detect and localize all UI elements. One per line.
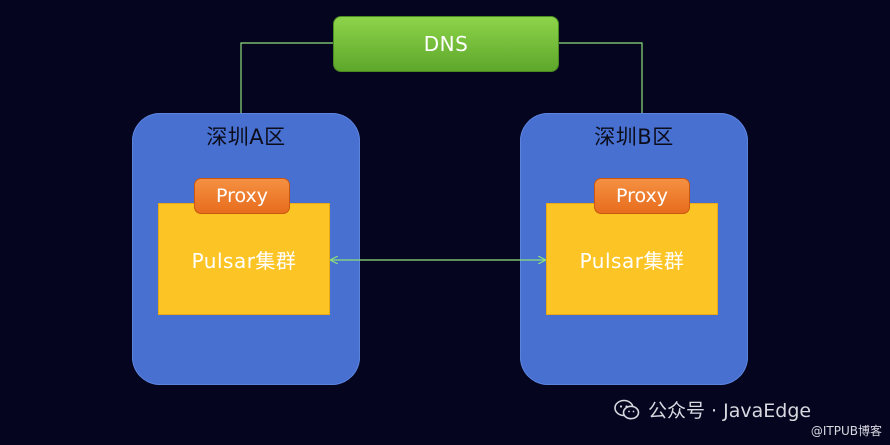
wechat-icon	[614, 399, 640, 419]
region-a-title: 深圳A区	[206, 125, 286, 149]
watermark-text: 公众号 · JavaEdge	[648, 400, 812, 422]
pulsar-cluster-b-label: Pulsar集群	[579, 248, 685, 273]
dns-node: DNS	[333, 16, 559, 72]
proxy-a-label: Proxy	[215, 185, 269, 207]
pulsar-cluster-a: Pulsar集群	[158, 203, 330, 315]
proxy-b: Proxy	[594, 178, 690, 214]
watermark-source: @ITPUB博客	[810, 424, 882, 438]
region-b-title: 深圳B区	[594, 125, 674, 149]
dns-label: DNS	[423, 32, 469, 56]
pulsar-cluster-a-label: Pulsar集群	[191, 248, 297, 273]
pulsar-cluster-b: Pulsar集群	[546, 203, 718, 315]
watermark: 公众号 · JavaEdge	[614, 396, 811, 423]
proxy-b-label: Proxy	[615, 185, 669, 207]
proxy-a: Proxy	[194, 178, 290, 214]
